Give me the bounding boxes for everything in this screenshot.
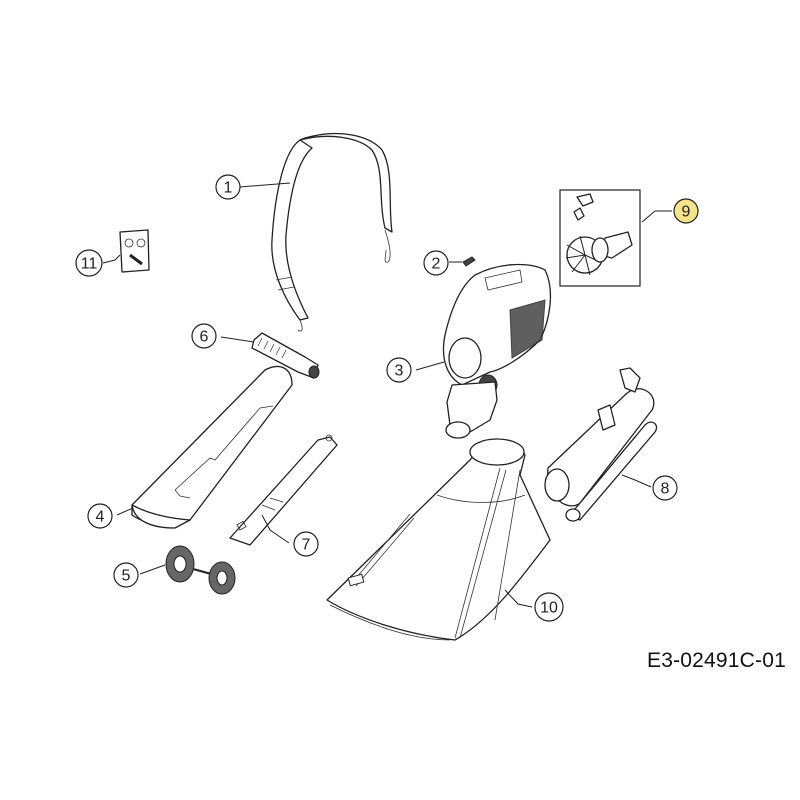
document-code: E3-02491C-01: [647, 649, 786, 672]
callout-9-highlighted[interactable]: 9: [673, 198, 699, 224]
svg-text:3: 3: [395, 363, 404, 380]
callout-2[interactable]: 2: [423, 250, 449, 276]
part-1-shoulder-strap[interactable]: [271, 132, 393, 332]
svg-text:6: 6: [200, 329, 209, 346]
part-11-hardware-bag[interactable]: [119, 229, 150, 273]
svg-text:4: 4: [96, 509, 105, 526]
callout-8[interactable]: 8: [652, 475, 678, 501]
part-2-clip[interactable]: [462, 256, 476, 267]
svg-text:10: 10: [540, 600, 558, 617]
part-6-auxiliary-handle[interactable]: [251, 332, 320, 379]
part-4-upper-tube[interactable]: [131, 365, 293, 529]
callout-10[interactable]: 10: [534, 592, 564, 622]
svg-text:1: 1: [224, 180, 233, 197]
svg-text:11: 11: [81, 256, 98, 273]
callout-6[interactable]: 6: [191, 323, 217, 349]
part-10-collection-bag[interactable]: [326, 438, 551, 641]
svg-text:7: 7: [302, 537, 311, 554]
part-9-impeller-kit[interactable]: [559, 189, 641, 287]
part-7-lower-tube[interactable]: [229, 434, 338, 546]
callout-1[interactable]: 1: [215, 174, 241, 200]
callout-3[interactable]: 3: [386, 357, 412, 383]
callout-7[interactable]: 7: [293, 531, 319, 557]
svg-text:8: 8: [661, 481, 670, 498]
part-5-wheel-set[interactable]: [165, 545, 236, 595]
svg-text:5: 5: [122, 568, 131, 585]
svg-text:2: 2: [432, 256, 441, 273]
part-8-vacuum-tube[interactable]: [544, 367, 658, 522]
callout-4[interactable]: 4: [87, 503, 113, 529]
callout-5[interactable]: 5: [113, 562, 139, 588]
callout-11[interactable]: 11: [75, 249, 103, 277]
svg-text:9: 9: [682, 204, 691, 221]
part-3-blower-housing[interactable]: [442, 263, 552, 439]
